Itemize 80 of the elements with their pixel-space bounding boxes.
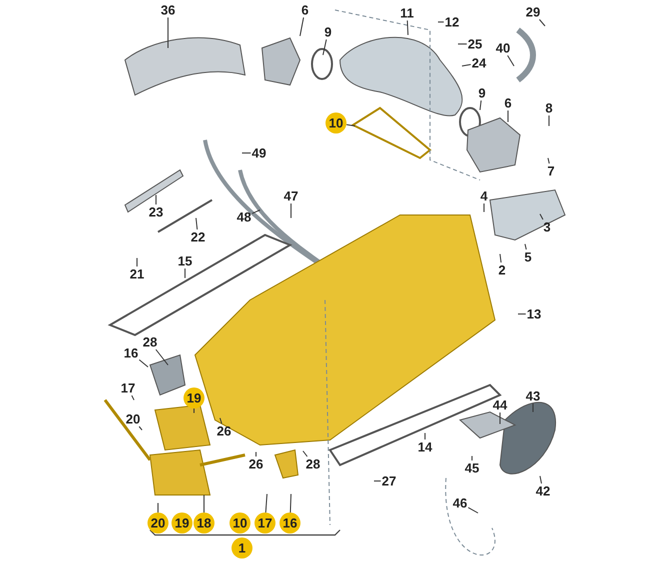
callout-number: 10	[326, 112, 346, 134]
leader-line	[468, 507, 478, 514]
callout-number: 16	[122, 346, 140, 360]
leader-line	[136, 258, 138, 267]
leader-line	[406, 20, 408, 36]
callout-number: 13	[526, 306, 542, 322]
leader-line	[290, 494, 292, 513]
callout-number: 49	[250, 146, 268, 160]
leader-line	[322, 39, 327, 56]
leader-line	[131, 395, 134, 400]
callout-number: 19	[172, 512, 192, 534]
callout-number: 9	[323, 24, 333, 40]
leader-line	[507, 55, 514, 66]
callout-number: 21	[128, 266, 146, 282]
callout-number: 23	[148, 204, 164, 220]
leader-line	[424, 432, 426, 440]
callout-number: 14	[416, 440, 434, 454]
callout-number: 25	[466, 36, 484, 52]
callout-number: 16	[280, 512, 300, 534]
leader-line	[374, 480, 382, 482]
callout-number: 29	[524, 4, 542, 20]
callout-number: 4	[479, 188, 489, 204]
callout-number: 26	[248, 456, 264, 472]
callout-number: 26	[216, 424, 232, 438]
callout-number: 46	[452, 496, 468, 510]
leader-line	[346, 124, 356, 126]
callout-number: 45	[464, 460, 480, 476]
leader-line	[538, 19, 546, 26]
leader-line	[155, 349, 168, 366]
leader-line	[300, 17, 304, 36]
callout-number: 11	[399, 6, 415, 20]
leader-line	[548, 158, 550, 164]
leader-line	[480, 100, 482, 110]
leader-line	[548, 115, 550, 126]
callout-number: 40	[494, 40, 512, 56]
callout-number: 48	[236, 210, 252, 224]
callout-number: 8	[544, 100, 554, 116]
callout-number: 47	[282, 188, 300, 204]
callout-number: 44	[492, 398, 508, 412]
callout-number: 42	[534, 484, 552, 498]
leader-line	[252, 210, 260, 214]
callout-number: 12	[444, 14, 460, 30]
callout-number: 43	[524, 388, 542, 404]
callout-number: 10	[230, 512, 250, 534]
callout-number: 17	[120, 380, 136, 396]
leader-line	[138, 426, 142, 430]
leader-line	[524, 244, 527, 250]
leader-line	[540, 476, 542, 484]
callout-number: 28	[304, 456, 322, 472]
leader-line	[220, 418, 222, 424]
callout-number: 18	[194, 512, 214, 534]
leader-line	[462, 64, 472, 66]
leader-line	[302, 450, 308, 457]
leader-line	[540, 214, 544, 220]
leader-line	[290, 203, 292, 218]
callout-number: 24	[470, 56, 488, 70]
callout-number: 5	[523, 250, 533, 264]
callout-number: 6	[300, 2, 310, 18]
callout-number: 7	[546, 164, 556, 178]
callout-number: 36	[160, 2, 176, 18]
callout-number: 15	[176, 254, 194, 268]
leader-line	[265, 494, 268, 513]
callout-number: 17	[254, 512, 276, 534]
callout-number: 1	[232, 538, 252, 558]
leader-line	[138, 359, 148, 368]
callout-number: 9	[477, 86, 487, 100]
leader-line	[532, 403, 534, 412]
leader-line	[184, 268, 186, 278]
callout-number: 20	[124, 412, 142, 426]
callout-number: 27	[380, 474, 398, 488]
leader-line	[196, 218, 198, 230]
leader-line	[242, 152, 252, 154]
callout-number: 28	[142, 334, 158, 350]
callout-number: 19	[184, 388, 204, 408]
callout-number: 20	[148, 512, 168, 534]
callout-number: 22	[190, 230, 206, 244]
callout-number: 6	[503, 96, 513, 110]
callout-number: 2	[497, 262, 507, 278]
leader-line	[500, 254, 502, 263]
callout-number: 3	[542, 220, 552, 234]
